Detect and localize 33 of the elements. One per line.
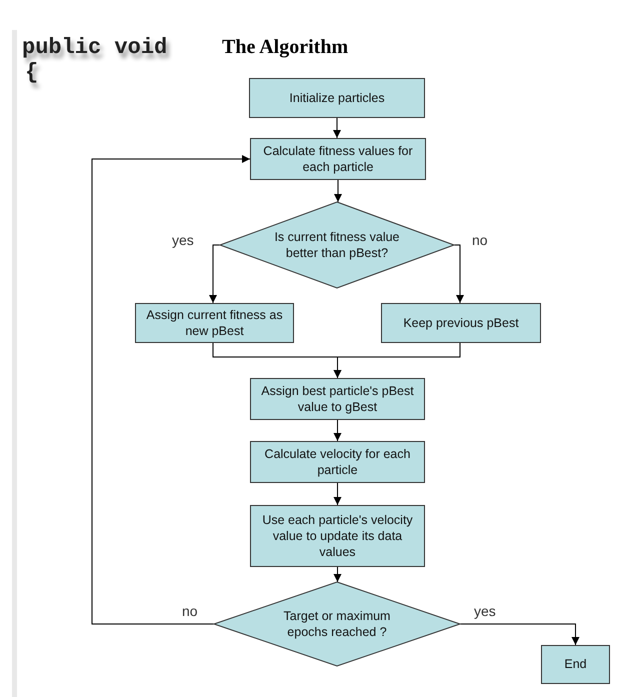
decision-diamond [220, 202, 454, 288]
arrow [334, 566, 342, 582]
process-box [249, 78, 425, 118]
arrow [334, 420, 342, 442]
code-text: public void [22, 37, 168, 59]
process-box [250, 378, 425, 420]
arrow [92, 155, 250, 624]
arrow [334, 180, 342, 202]
process-box [541, 645, 610, 684]
arrow [454, 244, 464, 304]
node-text: Assign current fitness as new pBest [145, 306, 284, 340]
node-text: Use each particle's velocity value to update its data values [261, 512, 414, 560]
decision-diamond [214, 582, 460, 666]
process-box [250, 441, 425, 483]
node-text: Assign best particle's pBest value to gBest [260, 382, 415, 416]
node-text: End [564, 656, 587, 673]
node-text: Calculate velocity for each particle [264, 446, 412, 478]
arrow [334, 482, 342, 506]
process-box [250, 138, 426, 180]
arrow [460, 624, 580, 646]
node-text: Initialize particles [289, 90, 385, 106]
arrow [209, 244, 220, 304]
process-box [250, 505, 425, 567]
process-box [135, 303, 294, 343]
process-box [381, 303, 541, 343]
node-text: Target or maximum epochs reached ? [282, 608, 392, 640]
arrow [334, 342, 460, 378]
arrow [333, 118, 341, 138]
node-text: Keep previous pBest [403, 314, 519, 332]
node-text: Is current fitness value better than pBest? [273, 228, 401, 262]
title: The Algorithm [222, 36, 348, 59]
node-text: Calculate fitness values for each particle [262, 142, 414, 176]
code-text: { [25, 62, 38, 84]
